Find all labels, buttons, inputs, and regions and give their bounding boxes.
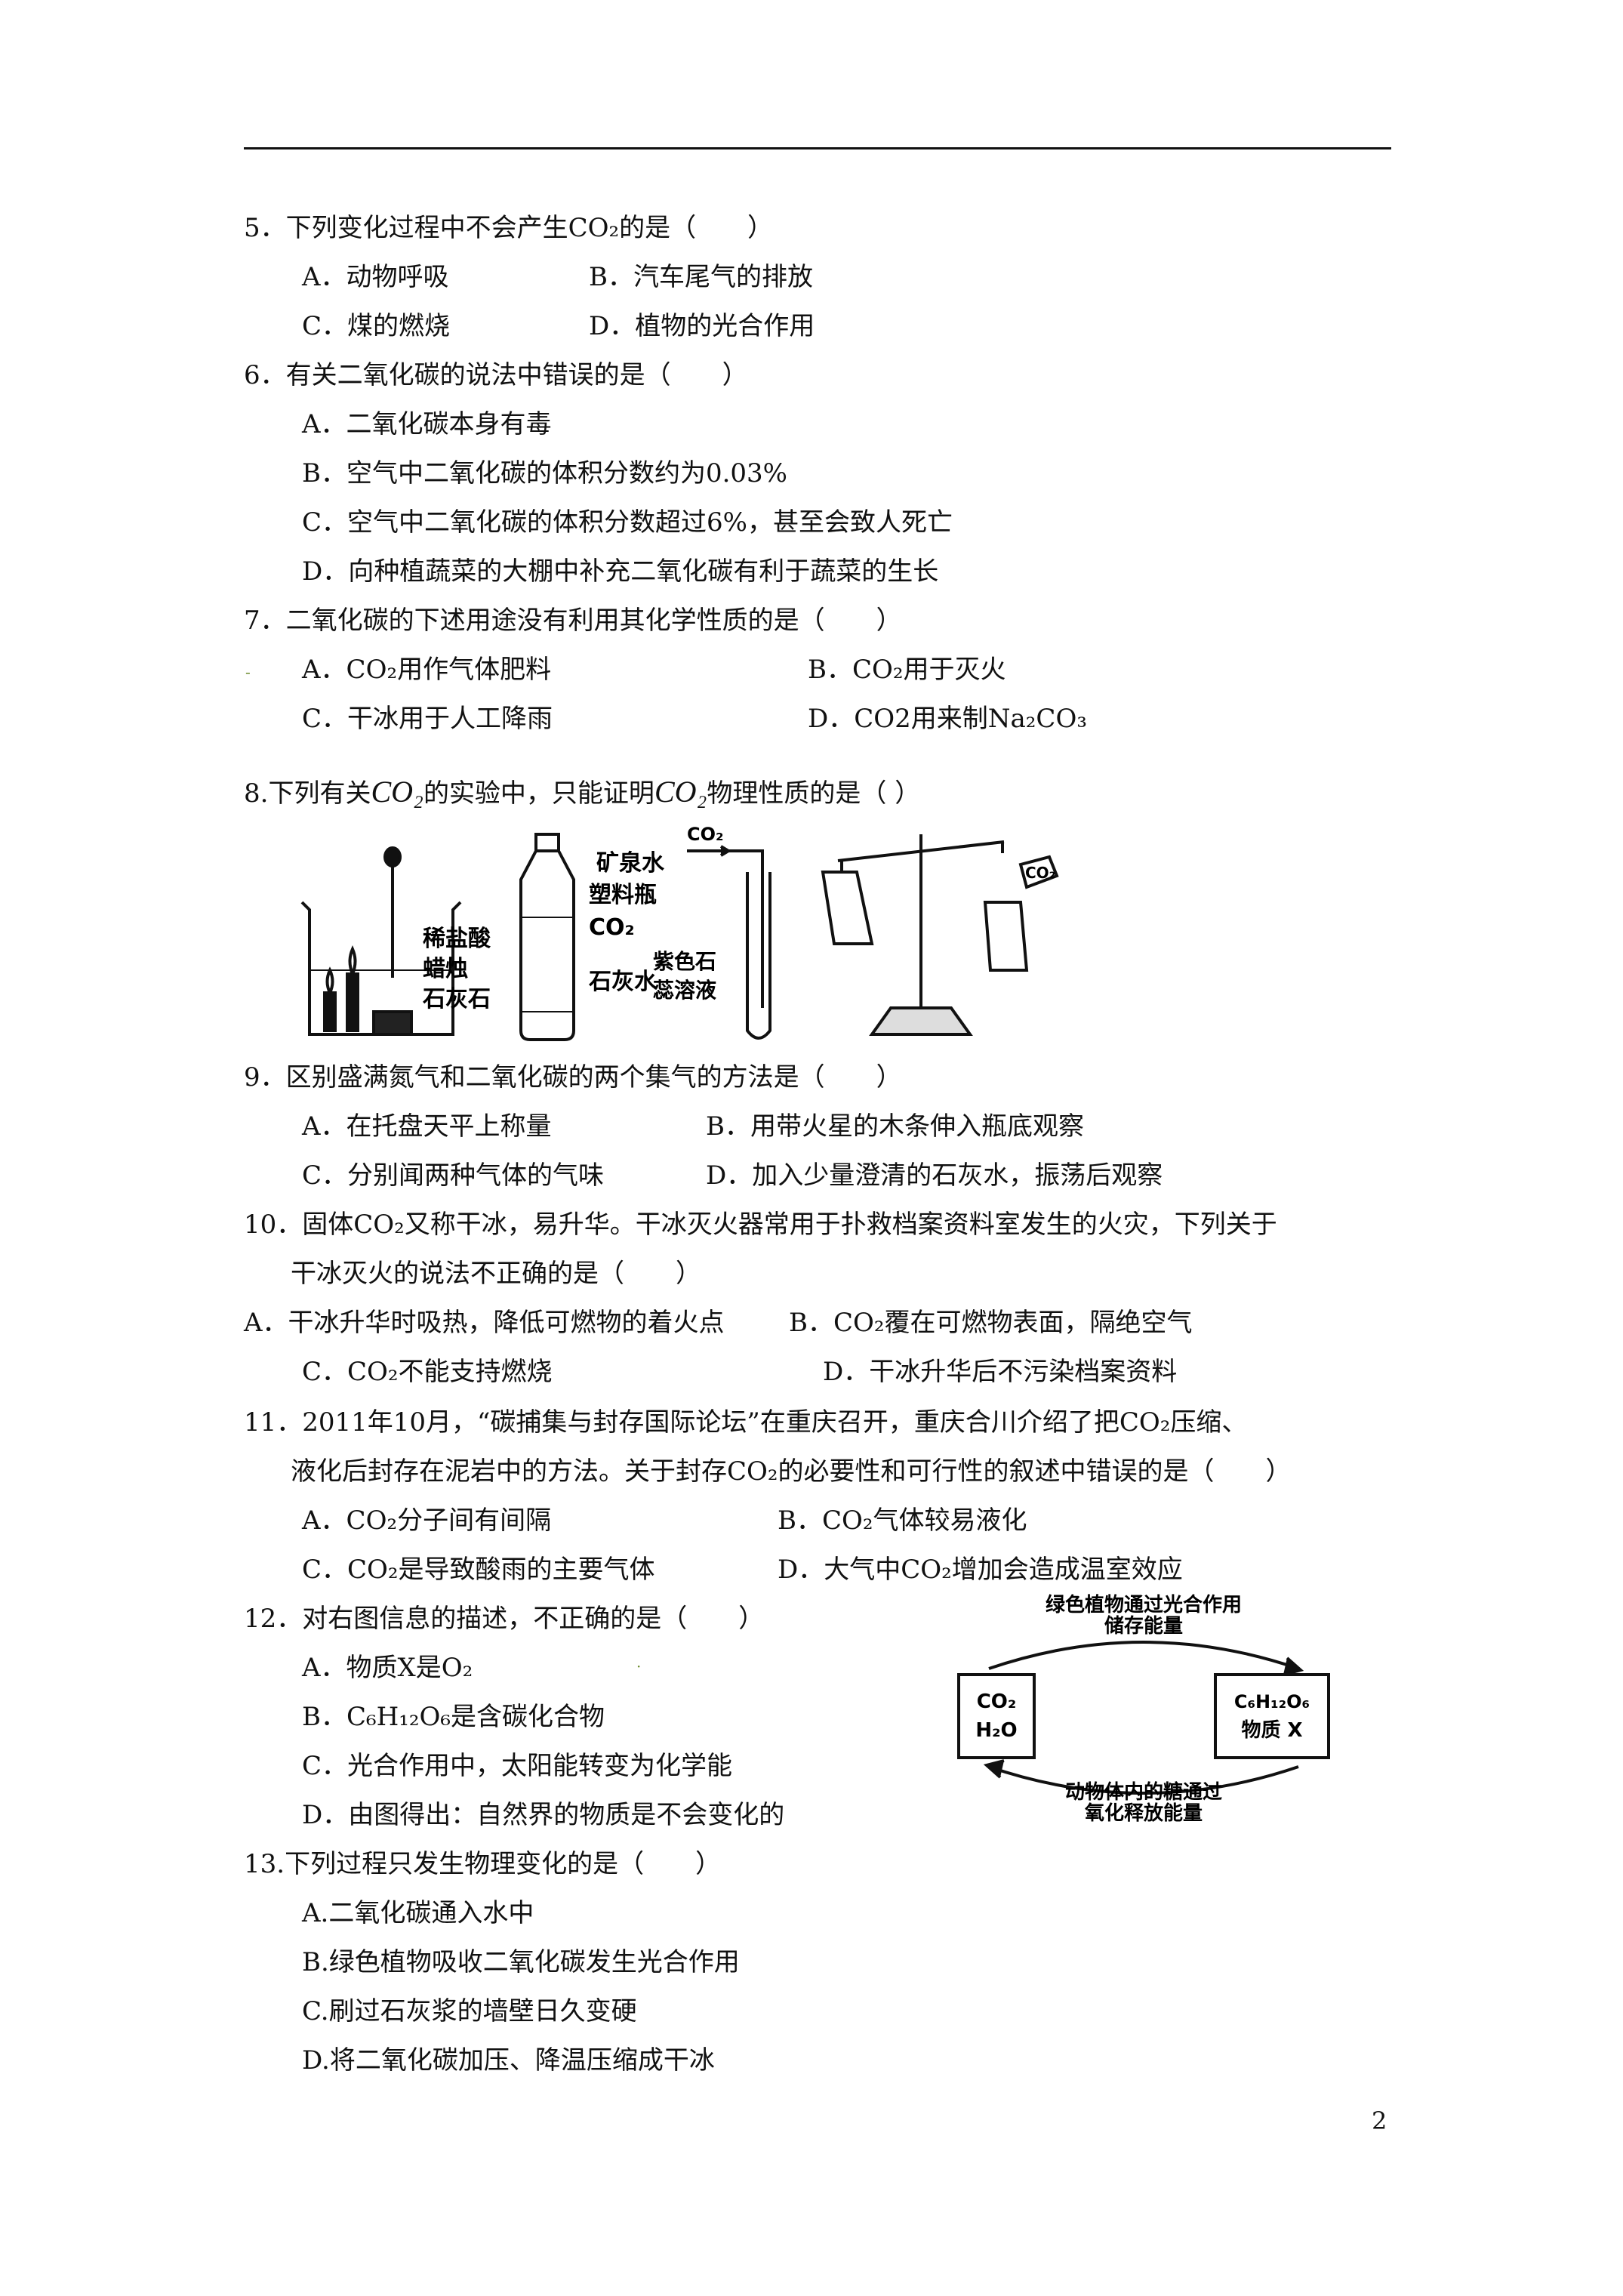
page-number: 2 <box>1372 2106 1387 2135</box>
q12-carbon-cycle-figure: 绿色植物通过光合作用 储存能量 CO₂ H₂O C₆H₁₂O₆ 物质 X 动物体… <box>957 1593 1330 1825</box>
q5-option-c: C．煤的燃烧 <box>302 311 451 341</box>
q8-co2-2: CO₂ <box>654 775 707 809</box>
cycle-right-box <box>1214 1673 1330 1759</box>
cycle-bottom-line1: 动物体内的糖通过 <box>1065 1780 1222 1804</box>
q10-option-d: D．干冰升华后不污染档案资料 <box>823 1357 1178 1387</box>
label-mineral-water: 矿泉水 <box>596 850 665 877</box>
label-litmus-1: 紫色石 <box>653 949 716 974</box>
q12-option-b: B．C₆H₁₂O₆是含碳化合物 <box>302 1702 605 1732</box>
cycle-bottom-line2: 氧化释放能量 <box>1084 1801 1203 1825</box>
q8-stem-part1: 8.下列有关 <box>244 778 371 809</box>
q13-stem: 13.下列过程只发生物理变化的是（ ） <box>244 1849 722 1879</box>
label-bottle-co2: CO₂ <box>589 914 635 941</box>
q9-option-b: B．用带火星的木条伸入瓶底观察 <box>706 1111 1084 1142</box>
cycle-left-h2o: H₂O <box>975 1719 1017 1742</box>
q11-option-a: A．CO₂分子间有间隔 <box>302 1505 552 1536</box>
label-acid: 稀盐酸 <box>423 926 491 952</box>
q11-option-b: B．CO₂气体较易液化 <box>778 1505 1027 1536</box>
plastic-bottle <box>519 833 575 1041</box>
q7-option-d: D．CO2用来制Na₂CO₃ <box>808 704 1087 734</box>
q6-option-d: D．向种植蔬菜的大棚中补充二氧化碳有利于蔬菜的生长 <box>302 556 939 587</box>
label-litmus-2: 蕊溶液 <box>653 978 716 1003</box>
q11-option-d: D．大气中CO₂增加会造成温室效应 <box>778 1555 1183 1585</box>
q13-option-c: C.刷过石灰浆的墙壁日久变硬 <box>302 1996 637 2026</box>
q6-option-c: C．空气中二氧化碳的体积分数超过6%，甚至会致人死亡 <box>302 507 953 538</box>
q10-option-b: B．CO₂覆在可燃物表面，隔绝空气 <box>789 1308 1193 1338</box>
q9-option-d: D．加入少量澄清的石灰水，振荡后观察 <box>706 1160 1163 1191</box>
test-tube-apparatus <box>687 845 771 1040</box>
q7-option-a: A．CO₂用作气体肥料 <box>302 655 552 685</box>
q10-stem-line2: 干冰灭火的说法不正确的是（ ） <box>291 1259 701 1289</box>
cycle-arrows <box>983 1641 1304 1795</box>
stray-mark: - <box>245 663 251 681</box>
q13-option-a: A.二氧化碳通入水中 <box>302 1898 534 1928</box>
q9-option-a: A．在托盘天平上称量 <box>302 1111 552 1142</box>
q12-option-a: A．物质X是O₂ <box>302 1653 473 1683</box>
q8-stem-part3: 物理性质的是（ ） <box>707 778 921 809</box>
q9-stem: 9．区别盛满氮气和二氧化碳的两个集气的方法是（ ） <box>244 1062 902 1093</box>
q13-option-b: B.绿色植物吸收二氧化碳发生光合作用 <box>302 1947 740 1977</box>
q11-stem-line2: 液化后封存在泥岩中的方法。关于封存CO₂的必要性和可行性的叙述中错误的是（ ） <box>291 1456 1292 1487</box>
q5-option-a: A．动物呼吸 <box>302 262 449 292</box>
q13-option-d: D.将二氧化碳加压、降温压缩成干冰 <box>302 2045 715 2076</box>
cycle-left-box <box>957 1673 1036 1759</box>
q6-stem: 6．有关二氧化碳的说法中错误的是（ ） <box>244 360 748 390</box>
q8-stem-part2: 的实验中，只能证明 <box>423 778 654 809</box>
q10-option-c: C．CO₂不能支持燃烧 <box>302 1357 553 1387</box>
q8-experiment-figure: 稀盐酸 蜡烛 石灰石 矿泉水 塑料瓶 CO₂ 石灰水 CO₂ 紫色石 蕊溶液 C… <box>300 824 1059 1041</box>
q12-option-d: D．由图得出：自然界的物质是不会变化的 <box>302 1800 785 1830</box>
cycle-left-co2: CO₂ <box>977 1690 1017 1713</box>
stray-dot: · <box>636 1657 642 1675</box>
label-bag-co2: CO₂ <box>1025 864 1055 882</box>
label-candle: 蜡烛 <box>423 956 468 982</box>
beaker-apparatus <box>300 846 462 1036</box>
label-co2-arrow: CO₂ <box>687 824 724 845</box>
q12-stem: 12．对右图信息的描述，不正确的是（ ） <box>244 1604 765 1634</box>
header-rule <box>244 147 1391 149</box>
q7-option-c: C．干冰用于人工降雨 <box>302 704 553 734</box>
cycle-top-line1: 绿色植物通过光合作用 <box>1046 1593 1242 1616</box>
cycle-right-glucose: C₆H₁₂O₆ <box>1234 1691 1310 1712</box>
q6-option-b: B．空气中二氧化碳的体积分数约为0.03% <box>302 458 787 488</box>
label-limestone: 石灰石 <box>422 986 491 1012</box>
q12-option-c: C．光合作用中，太阳能转变为化学能 <box>302 1751 733 1781</box>
q7-option-b: B．CO₂用于灭火 <box>808 655 1006 685</box>
q8-stem: 8.下列有关CO₂的实验中，只能证明CO₂物理性质的是（ ） <box>244 775 920 810</box>
q5-stem: 5．下列变化过程中不会产生CO₂的是（ ） <box>244 213 774 243</box>
label-plastic-bottle: 塑料瓶 <box>589 882 657 908</box>
q11-option-c: C．CO₂是导致酸雨的主要气体 <box>302 1555 655 1585</box>
q11-stem-line1: 11．2011年10月，“碳捕集与封存国际论坛”在重庆召开，重庆合川介绍了把CO… <box>244 1407 1248 1438</box>
q5-option-b: B．汽车尾气的排放 <box>589 262 813 292</box>
q10-stem-line1: 10．固体CO₂又称干冰，易升华。干冰灭火器常用于扑救档案资料室发生的火灾，下列… <box>244 1210 1277 1240</box>
label-limewater: 石灰水 <box>588 969 658 995</box>
cycle-top-line2: 储存能量 <box>1104 1614 1183 1638</box>
cycle-right-x: 物质 X <box>1241 1719 1302 1742</box>
q10-option-a: A．干冰升华时吸热，降低可燃物的着火点 <box>244 1308 725 1338</box>
q9-option-c: C．分别闻两种气体的气味 <box>302 1160 605 1191</box>
balance-apparatus <box>821 834 1059 1036</box>
q6-option-a: A．二氧化碳本身有毒 <box>302 409 552 439</box>
q7-stem: 7．二氧化碳的下述用途没有利用其化学性质的是（ ） <box>244 606 902 636</box>
q8-co2-1: CO₂ <box>371 775 423 809</box>
q5-option-d: D．植物的光合作用 <box>589 311 815 341</box>
